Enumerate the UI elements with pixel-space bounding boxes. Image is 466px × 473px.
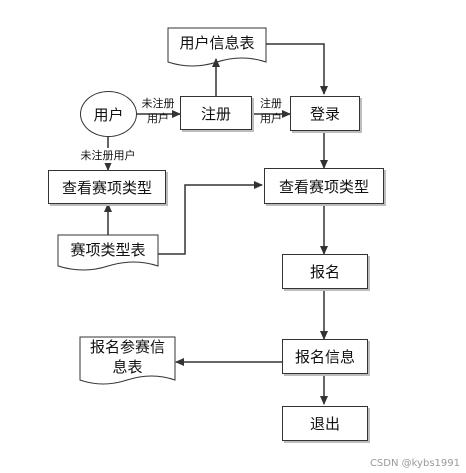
signup-info-node: 报名信息	[282, 339, 368, 374]
register-node-label: 注册	[200, 104, 231, 123]
view-types-right-node: 查看赛项类型	[264, 168, 384, 204]
types-table-shape	[57, 234, 159, 271]
types-table-label: 赛项类型表	[70, 241, 146, 259]
register-node: 注册	[180, 96, 252, 130]
signup-node: 报名	[282, 254, 368, 289]
view-types-right-label: 查看赛项类型	[278, 177, 369, 196]
signup-node-label: 报名	[309, 263, 340, 281]
view-types-left-label: 查看赛项类型	[61, 178, 152, 197]
exit-node: 退出	[282, 406, 368, 441]
edge-label-unregistered-line1: 未注册	[141, 97, 175, 110]
signup-info-table-label: 报名参赛信 息表	[80, 337, 175, 377]
login-node: 登录	[290, 96, 360, 131]
signup-info-node-label: 报名信息	[294, 348, 355, 366]
edge-label-unregistered-line2: 用户	[147, 112, 169, 125]
signup-info-table-line2: 息表	[112, 358, 143, 376]
edge-label-registered-line2: 用户	[260, 112, 282, 125]
edge-label-unregistered-user-down: 未注册用户	[68, 148, 148, 163]
edge-label-registered-user: 注册 用户	[255, 96, 287, 126]
edge-typestable-viewright	[158, 181, 263, 255]
signup-info-table-line1: 报名参赛信	[89, 338, 165, 356]
exit-node-label: 退出	[309, 415, 340, 433]
view-types-left-node: 查看赛项类型	[48, 170, 166, 204]
edge-label-unregistered-user: 未注册 用户	[137, 96, 179, 126]
user-info-table-label: 用户信息表	[179, 34, 255, 52]
signup-info-table-shape	[79, 336, 176, 385]
user-node-label: 用户	[93, 105, 124, 124]
watermark: CSDN @kybs1991	[369, 458, 460, 469]
edge-userinfo-login	[266, 43, 328, 95]
edge-label-registered-line1: 注册	[260, 97, 282, 110]
user-node: 用户	[80, 91, 137, 137]
login-node-label: 登录	[309, 105, 340, 123]
